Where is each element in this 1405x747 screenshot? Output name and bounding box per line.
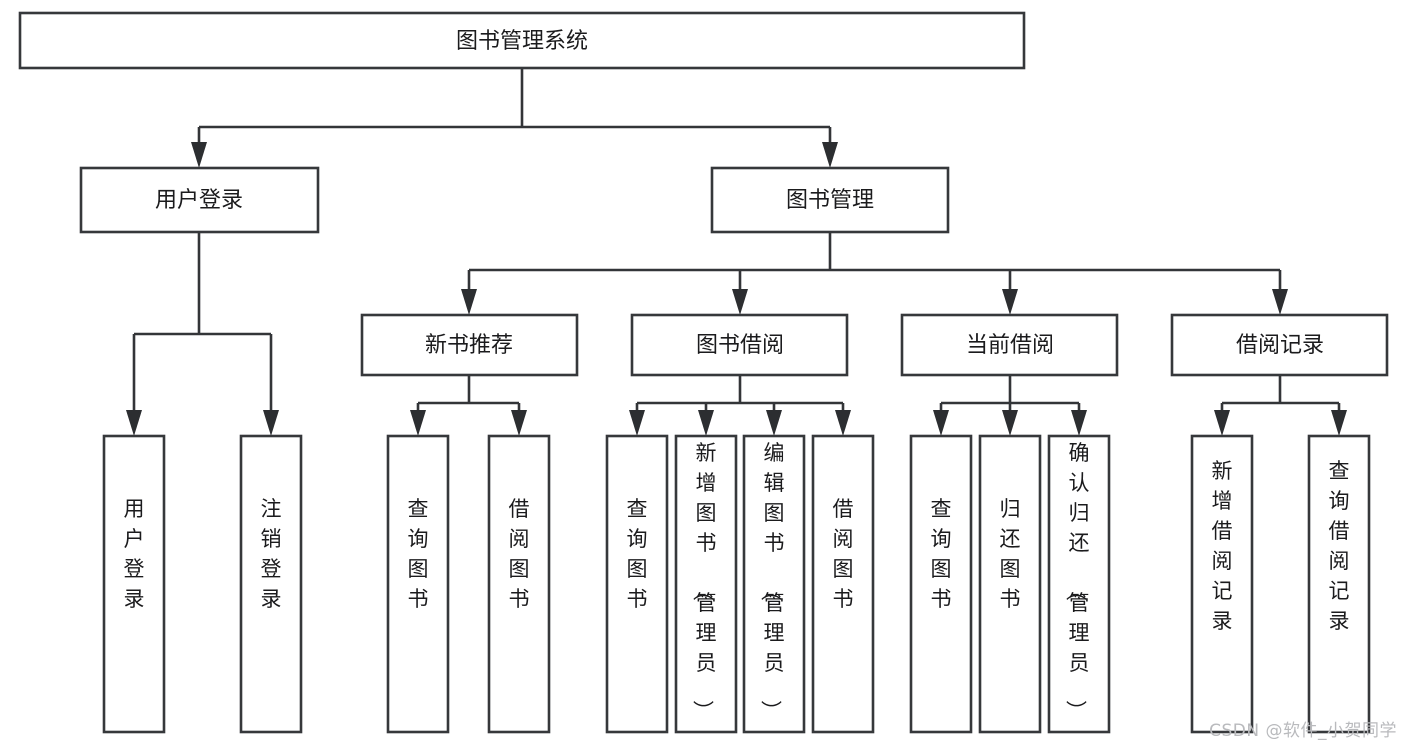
node-leaf-query-borrow-record[interactable]: 查询借阅记录 — [1307, 434, 1371, 734]
node-leaf-user-login-label: 用户登录 — [124, 497, 145, 611]
arrowhead-leaf-borrow-book — [835, 410, 851, 436]
node-leaf-user-login[interactable]: 用户登录 — [102, 434, 166, 734]
arrowhead-leaf-return-book — [1002, 410, 1018, 436]
arrowhead-new-book-recommend — [461, 289, 477, 315]
node-current-borrow[interactable]: 当前借阅 — [900, 313, 1119, 377]
arrowhead-leaf-query-borrow-record — [1331, 410, 1347, 436]
arrowhead-leaf-borrow-book-rec — [511, 410, 527, 436]
node-user-login-box[interactable] — [79, 166, 320, 234]
arrowhead-leaf-add-borrow-record — [1214, 410, 1230, 436]
arrowhead-user-login — [191, 142, 207, 168]
arrowhead-leaf-query-book-rec — [410, 410, 426, 436]
node-leaf-user-login-box[interactable] — [102, 434, 166, 734]
arrowhead-leaf-confirm-return-admin — [1071, 410, 1087, 436]
node-leaf-query-book-borrow-label: 查询图书 — [627, 497, 648, 611]
node-leaf-edit-book-admin[interactable]: 编辑图书（管理员） — [742, 434, 806, 734]
node-leaf-user-logout[interactable]: 注销登录 — [239, 434, 303, 734]
node-leaf-query-borrow-record-label: 查询借阅记录 — [1329, 459, 1350, 633]
node-leaf-query-book-rec[interactable]: 查询图书 — [386, 434, 450, 734]
node-borrow-record[interactable]: 借阅记录 — [1170, 313, 1389, 377]
node-leaf-borrow-book-rec-label: 借阅图书 — [509, 497, 530, 611]
node-book-management-label: 图书管理 — [786, 188, 874, 213]
node-leaf-confirm-return-admin[interactable]: 确认归还（管理员） — [1047, 434, 1111, 734]
node-book-borrow[interactable]: 图书借阅 — [630, 313, 849, 377]
node-leaf-query-book-borrow-box[interactable] — [605, 434, 669, 734]
csdn-watermark: CSDN @软件_小贺同学 — [1209, 721, 1397, 741]
arrowhead-leaf-add-book-admin — [698, 410, 714, 436]
node-leaf-query-book-current[interactable]: 查询图书 — [909, 434, 973, 734]
node-new-book-recommend[interactable]: 新书推荐 — [360, 313, 579, 377]
node-new-book-recommend-box[interactable] — [360, 313, 579, 377]
node-leaf-return-book-label: 归还图书 — [1000, 497, 1021, 611]
arrowhead-leaf-query-book-current — [933, 410, 949, 436]
node-leaf-borrow-book-rec-box[interactable] — [487, 434, 551, 734]
node-leaf-user-logout-label: 注销登录 — [261, 497, 282, 611]
node-leaf-edit-book-admin-box[interactable] — [742, 434, 806, 734]
node-leaf-borrow-book[interactable]: 借阅图书 — [811, 434, 875, 734]
node-root-label: 图书管理系统 — [456, 29, 588, 54]
node-root-box[interactable] — [18, 11, 1026, 70]
node-user-login[interactable]: 用户登录 — [79, 166, 320, 234]
node-leaf-query-book-rec-box[interactable] — [386, 434, 450, 734]
node-current-borrow-box[interactable] — [900, 313, 1119, 377]
node-leaf-confirm-return-admin-label: 确认归还（管理员） — [1064, 441, 1090, 721]
connector-layer — [126, 68, 1347, 436]
node-book-management[interactable]: 图书管理 — [710, 166, 950, 234]
node-leaf-borrow-book-rec[interactable]: 借阅图书 — [487, 434, 551, 734]
node-leaf-add-borrow-record[interactable]: 新增借阅记录 — [1190, 434, 1254, 734]
node-leaf-query-book-current-label: 查询图书 — [931, 497, 952, 611]
arrowhead-book-management — [822, 142, 838, 168]
arrowhead-borrow-record — [1272, 289, 1288, 315]
arrowhead-leaf-edit-book-admin — [766, 410, 782, 436]
node-leaf-query-book-current-box[interactable] — [909, 434, 973, 734]
arrowhead-current-borrow — [1002, 289, 1018, 315]
node-leaf-user-logout-box[interactable] — [239, 434, 303, 734]
node-leaf-add-book-admin-label: 新增图书（管理员） — [691, 441, 717, 721]
node-leaf-add-borrow-record-box[interactable] — [1190, 434, 1254, 734]
node-borrow-record-label: 借阅记录 — [1236, 333, 1324, 358]
node-leaf-return-book-box[interactable] — [978, 434, 1042, 734]
node-leaf-return-book[interactable]: 归还图书 — [978, 434, 1042, 734]
node-book-borrow-label: 图书借阅 — [696, 333, 784, 358]
node-leaf-query-book-rec-label: 查询图书 — [408, 497, 429, 611]
node-leaf-add-book-admin-box[interactable] — [674, 434, 738, 734]
node-user-login-label: 用户登录 — [155, 188, 243, 213]
node-leaf-add-borrow-record-label: 新增借阅记录 — [1212, 459, 1233, 633]
node-leaf-edit-book-admin-label: 编辑图书（管理员） — [759, 441, 785, 721]
node-leaf-query-book-borrow[interactable]: 查询图书 — [605, 434, 669, 734]
arrowhead-book-borrow — [732, 289, 748, 315]
node-root[interactable]: 图书管理系统 — [18, 11, 1026, 70]
node-new-book-recommend-label: 新书推荐 — [425, 333, 513, 358]
node-leaf-borrow-book-box[interactable] — [811, 434, 875, 734]
node-leaf-query-borrow-record-box[interactable] — [1307, 434, 1371, 734]
arrowhead-leaf-user-logout — [263, 410, 279, 436]
arrowhead-leaf-query-book-borrow — [629, 410, 645, 436]
node-borrow-record-box[interactable] — [1170, 313, 1389, 377]
node-leaf-confirm-return-admin-box[interactable] — [1047, 434, 1111, 734]
node-leaf-add-book-admin[interactable]: 新增图书（管理员） — [674, 434, 738, 734]
node-book-management-box[interactable] — [710, 166, 950, 234]
arrowhead-leaf-user-login — [126, 410, 142, 436]
node-book-borrow-box[interactable] — [630, 313, 849, 377]
node-leaf-borrow-book-label: 借阅图书 — [833, 497, 854, 611]
node-current-borrow-label: 当前借阅 — [966, 333, 1054, 358]
